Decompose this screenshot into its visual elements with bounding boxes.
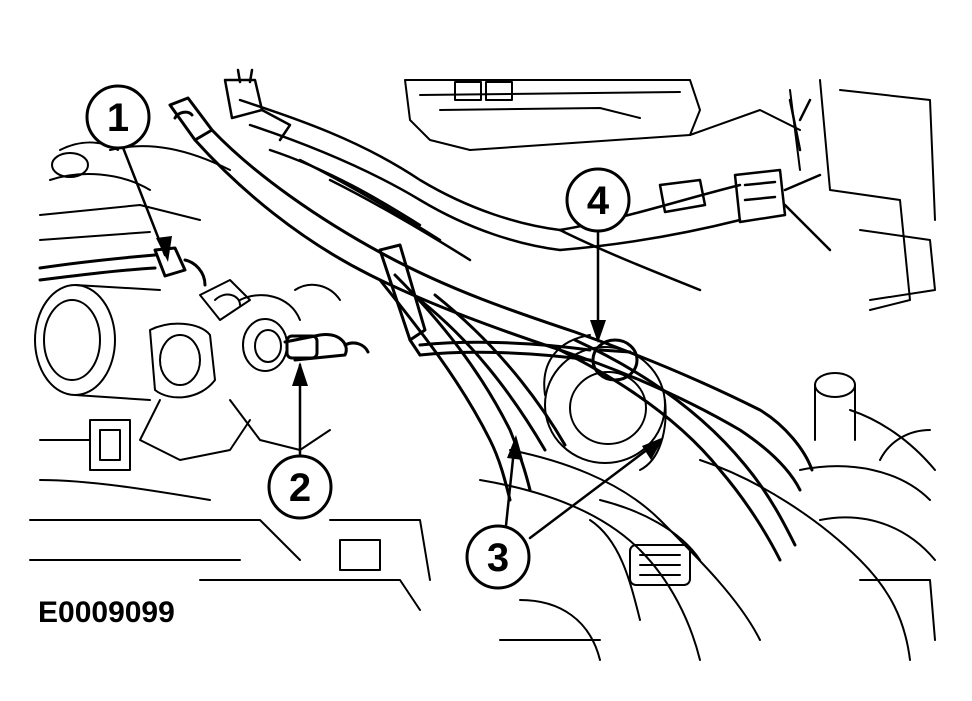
- callout-2: 2: [267, 454, 333, 520]
- callout-3: 3: [465, 524, 531, 590]
- svg-text:4: 4: [587, 179, 610, 223]
- figure-id-label: E0009099: [38, 596, 175, 629]
- callout-1: 1: [85, 84, 151, 150]
- sensor-wire: [378, 243, 639, 382]
- wire-harness-upper: [223, 68, 832, 292]
- svg-text:2: 2: [289, 466, 311, 510]
- svg-text:1: 1: [107, 96, 129, 140]
- callout-4: 4: [565, 167, 631, 233]
- fuel-return-lines: [378, 273, 797, 562]
- quick-connect-lines: [38, 246, 370, 362]
- svg-text:3: 3: [487, 536, 509, 580]
- arrow-heads: [156, 236, 664, 460]
